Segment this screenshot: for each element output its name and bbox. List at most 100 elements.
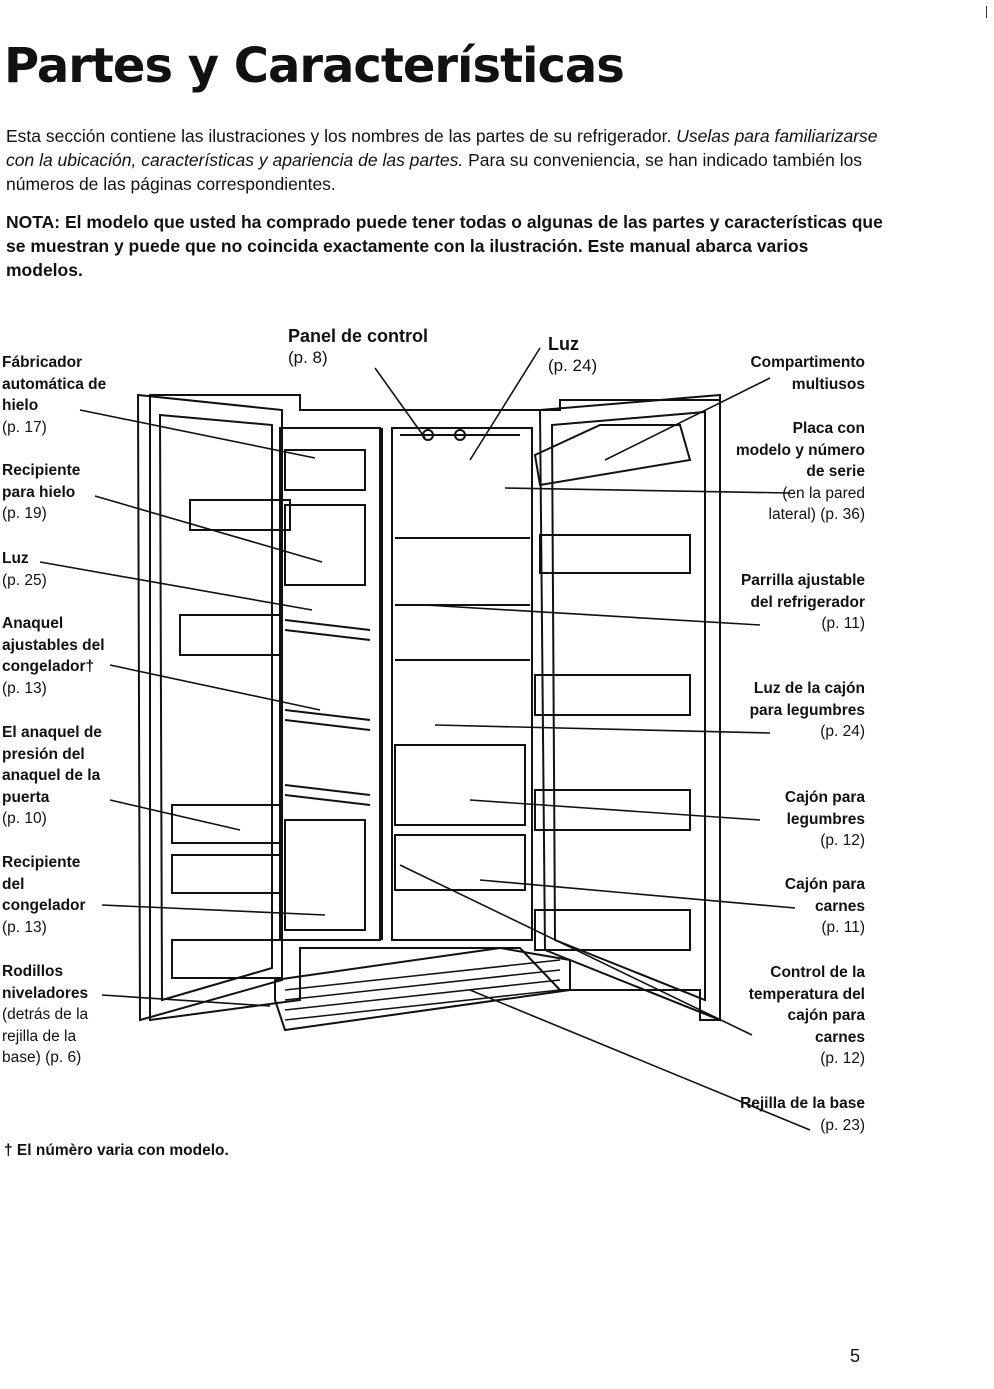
label-name: Rodillos niveladores [2, 963, 89, 1002]
note-paragraph: NOTA: El modelo que usted ha comprado pu… [6, 212, 883, 280]
leader-freezer-shelf [109, 664, 321, 711]
intro-sentence-1: Esta sección contiene las ilustraciones … [6, 126, 672, 146]
freezer-door-bin-5 [179, 614, 281, 656]
label-freezer-light: Luz (p. 25) [2, 548, 112, 591]
label-freezer-shelf: Anaquel ajustables del congelador† (p. 1… [2, 613, 127, 699]
leader-serial [504, 487, 791, 494]
label-page: (p. 25) [2, 571, 47, 589]
base-grille [274, 946, 571, 1032]
label-page: (p. 24) [820, 723, 865, 740]
refrigerator-illustration [39, 347, 811, 1131]
label-page: (p. 13) [2, 679, 47, 697]
freezer-door-bin-4 [171, 939, 283, 979]
label-name: Cajón para legumbres [784, 789, 865, 828]
label-fridge-shelf: Parrilla ajustable del refrigerador (p. … [735, 570, 865, 635]
fridge-door-bin-2 [534, 674, 691, 716]
refrigerator-diagram: Panel de control (p. 8) Luz (p. 24) Fábr… [0, 300, 994, 1200]
fridge-door-bin-4 [534, 909, 691, 951]
label-name: Fábricador automática de hielo [2, 354, 107, 414]
label-crisper-light: Luz de la cajón para legumbres (p. 24) [735, 678, 865, 743]
freezer-compartment [279, 427, 381, 941]
crisper-drawer [394, 744, 526, 826]
label-page: (detrás de la rejilla de la base) (p. 6) [2, 1006, 89, 1066]
label-page: (en la pared lateral) (p. 36) [768, 484, 865, 524]
label-page: (p. 12) [820, 1050, 865, 1067]
leader-compartment [604, 377, 771, 461]
label-name: Compartimento multiusos [750, 354, 865, 393]
leader-icebin [94, 495, 323, 563]
label-name: Parrilla ajustable del refrigerador [740, 572, 865, 611]
center-divider [381, 428, 393, 940]
label-ice-bin: Recipiente para hielo (p. 19) [2, 460, 112, 525]
label-leveling-rollers: Rodillos niveladores (detrás de la rejil… [2, 961, 107, 1069]
page-number: 5 [850, 1346, 861, 1366]
leader-icemaker [79, 409, 316, 459]
label-utility-compartment: Compartimento multiusos [720, 352, 865, 395]
label-name: Anaquel ajustables del congelador† [2, 615, 105, 675]
freezer-door-bin-2 [171, 804, 283, 844]
control-knob-2 [454, 429, 466, 441]
margin-mark [986, 6, 987, 18]
label-panel-control: Panel de control (p. 8) [288, 325, 428, 368]
label-name: Luz [2, 550, 29, 567]
label-serial-plate: Placa con modelo y número de serie (en l… [735, 418, 865, 526]
label-page: (p. 19) [2, 505, 47, 522]
cabinet-outline [149, 394, 721, 1022]
leader-base-grille [469, 989, 811, 1131]
freezer-shelf-1 [284, 619, 371, 641]
label-page: (p. 8) [288, 348, 328, 367]
label-freezer-bin: Recipiente del congelador (p. 13) [2, 852, 107, 938]
fridge-door-inner [550, 410, 706, 1002]
intro-sentence-2: Uselas para familiarizarse con la ubicac… [6, 126, 878, 170]
label-name: Recipiente del congelador [2, 854, 86, 914]
label-meat-drawer: Cajón para carnes (p. 11) [735, 874, 865, 939]
label-page: (p. 11) [821, 919, 865, 936]
ice-maker [284, 449, 366, 491]
label-name: Rejilla de la base [740, 1095, 865, 1112]
leader-door-shelf [109, 799, 241, 831]
meat-drawer [394, 834, 526, 891]
label-name: Recipiente para hielo [2, 462, 81, 501]
freezer-door-bin-1 [189, 499, 291, 531]
leader-freezer-basket [101, 904, 326, 916]
label-page: (p. 12) [820, 832, 865, 849]
leader-crisper-light [434, 724, 771, 734]
ice-bin [284, 504, 366, 586]
label-name: Control de la temperatura del cajón para… [748, 964, 865, 1046]
label-name: Panel de control [288, 326, 429, 346]
leader-luz-left [39, 561, 313, 611]
fridge-compartment [391, 427, 533, 941]
freezer-basket [284, 819, 366, 931]
label-meat-drawer-control: Control de la temperatura del cajón para… [735, 962, 865, 1070]
leader-meat-drawer [479, 879, 796, 909]
label-page: (p. 23) [820, 1116, 865, 1134]
page-title: Partes y Características [4, 38, 625, 94]
freezer-door-bin-3 [171, 854, 283, 894]
leader-fridge-shelf [424, 604, 761, 626]
grille-slats [284, 959, 561, 1021]
leader-rollers [101, 994, 271, 1007]
fridge-door-bin-3 [534, 789, 691, 831]
label-page: (p. 24) [548, 356, 598, 375]
label-name: Luz [548, 334, 579, 354]
leader-luz-top [469, 347, 541, 461]
label-name: El anaquel de presión del anaquel de la … [2, 724, 102, 806]
label-luz-top: Luz (p. 24) [548, 333, 597, 376]
utility-compartment [533, 424, 692, 487]
freezer-shelf-2 [284, 709, 371, 731]
label-name: Cajón para carnes [784, 876, 865, 915]
label-name: Luz de la cajón para legumbres [749, 680, 865, 719]
intro-sentence-3: Para su conveniencia, se han indicado ta… [6, 150, 863, 194]
leader-panel-control [374, 367, 426, 439]
label-door-shelf-retainer: El anaquel de presión del anaquel de la … [2, 722, 114, 830]
freezer-shelf-3 [284, 784, 371, 806]
label-page: (p. 13) [2, 918, 47, 936]
label-base-grille: Rejilla de la base (p. 23) [735, 1093, 865, 1136]
freezer-door-inner [158, 413, 273, 1002]
label-crisper-drawer: Cajón para legumbres (p. 12) [735, 787, 865, 852]
label-ice-maker: Fábricador automática de hielo (p. 17) [2, 352, 112, 438]
label-page: (p. 10) [2, 810, 47, 827]
leader-crisper [469, 799, 761, 821]
label-page: (p. 17) [2, 418, 47, 436]
